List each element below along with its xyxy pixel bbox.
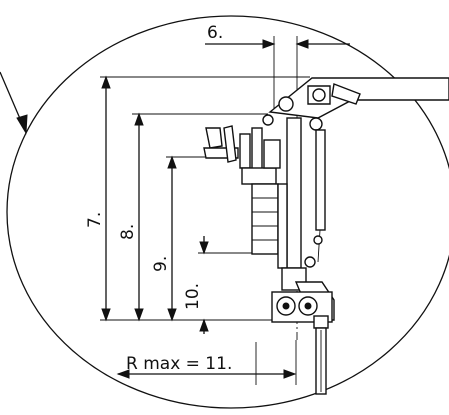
lower-block bbox=[313, 315, 329, 329]
dim-label-8: 8. bbox=[118, 224, 138, 240]
cylinder-rod bbox=[317, 229, 321, 263]
control-lever-right bbox=[251, 127, 263, 173]
detail-circle bbox=[6, 15, 449, 409]
joint-2 bbox=[262, 114, 274, 126]
joint-1 bbox=[278, 96, 294, 112]
joint-3 bbox=[309, 117, 323, 131]
dim-label-7: 7. bbox=[85, 212, 105, 228]
pointer-arrow-head bbox=[16, 114, 28, 135]
control-box bbox=[263, 139, 281, 169]
dim-label-9: 9. bbox=[151, 256, 171, 272]
hydraulic-cylinder bbox=[315, 129, 326, 231]
dim-label-6: 6. bbox=[207, 23, 223, 43]
mast bbox=[286, 117, 302, 269]
boom-pin bbox=[312, 88, 326, 102]
dim-label-10: 10. bbox=[183, 283, 203, 310]
armrest bbox=[223, 125, 237, 163]
ladder bbox=[251, 183, 279, 255]
seat-back bbox=[205, 127, 223, 149]
crane-structure bbox=[203, 77, 449, 395]
cylinder-pin bbox=[313, 235, 323, 245]
lower-pin bbox=[304, 256, 316, 268]
dim-label-rmax: R max = 11. bbox=[126, 354, 232, 374]
column-plate bbox=[277, 183, 288, 269]
boom-link bbox=[331, 83, 361, 105]
control-lever-left bbox=[239, 133, 251, 169]
control-platform bbox=[241, 167, 277, 185]
